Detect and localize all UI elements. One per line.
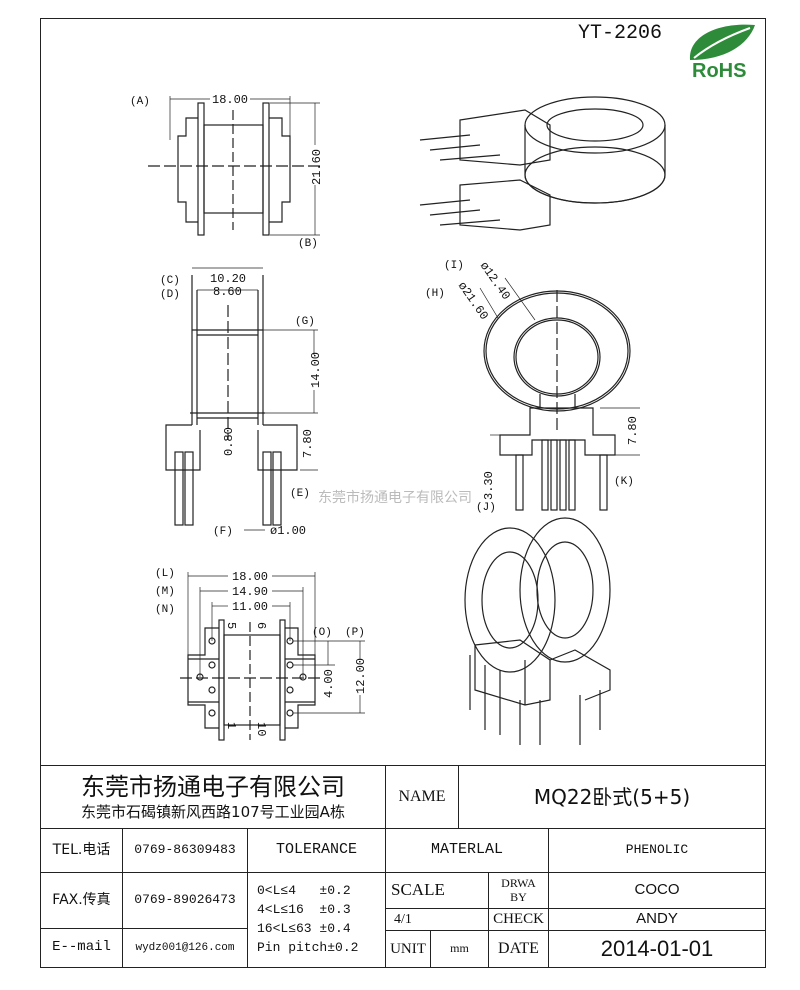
dim-h: ø21.60 [455,279,491,322]
fax-label: FAX.传真 [40,872,123,929]
tolerance-row: 0<L≤4 ±0.2 [257,883,351,899]
dim-a-width: 18.00 [212,93,248,107]
date-value: 2014-01-01 [548,930,766,968]
label-n: (N) [155,604,175,616]
dim-e: 7.80 [301,429,315,458]
label-g: (G) [295,316,315,328]
check-label: CHECK [488,908,549,931]
rohs-logo: RoHS [689,24,755,82]
dim-a-height: 21.60 [310,149,324,185]
dim-0-80: 0.80 [222,427,236,456]
label-a: (A) [130,96,150,108]
check-value: ANDY [548,908,766,931]
company-address: 东莞市石碣镇新风西路107号工业园A栋 [81,802,345,821]
tolerance-table: 0<L≤4 ±0.2 4<L≤16 ±0.3 16<L≤63 ±0.4 Pin … [247,872,386,968]
name-label: NAME [385,765,459,829]
label-h: (H) [425,288,445,300]
dim-l: 18.00 [232,570,268,584]
label-k: (K) [614,476,634,488]
scale-value: 4/1 [385,908,489,931]
pin-6-label: 6 [254,622,268,629]
name-value: MQ22卧式(5+5) [458,765,766,829]
label-f: (F) [213,526,233,538]
pin-5-label: 5 [224,622,238,629]
dim-j: 3.30 [482,471,496,500]
dim-pin-diameter: ø1.00 [270,524,306,538]
drawn-by-value: COCO [548,872,766,909]
pin-1-label: 1 [224,722,238,729]
label-e: (E) [290,488,310,500]
company-name: 东莞市扬通电子有限公司 [81,772,345,801]
drawn-by-label: DRWA BY [488,872,549,909]
dim-o: 4.00 [322,669,336,698]
dim-k: 7.80 [626,416,640,445]
view-a-side [148,96,320,236]
tolerance-row: 4<L≤16 ±0.3 [257,902,351,918]
unit-label: UNIT [385,930,431,968]
view-3d-bottom [464,517,611,745]
label-i: (I) [444,260,464,272]
date-label: DATE [488,930,549,968]
view-c-front [165,267,318,531]
model-number: YT-2206 [578,22,663,45]
label-m: (M) [155,586,175,598]
dim-d: 8.60 [213,285,242,299]
view-h-end [479,277,640,511]
label-d: (D) [160,289,180,301]
tolerance-row: 16<L≤63 ±0.4 [257,921,351,936]
view-l-bottom [180,572,365,741]
label-l: (L) [155,568,175,580]
company-cell: 东莞市扬通电子有限公司 东莞市石碣镇新风西路107号工业园A栋 [40,765,386,829]
watermark: 东莞市扬通电子有限公司 [318,489,472,506]
dim-p: 12.00 [354,658,368,694]
label-j: (J) [476,502,496,514]
dim-m: 14.90 [232,585,268,599]
label-o: (O) [312,627,332,639]
fax-value: 0769-89026473 [122,872,248,929]
label-p: (P) [345,627,365,639]
tolerance-label: TOLERANCE [247,828,386,873]
dim-n: 11.00 [232,600,268,614]
tel-label: TEL.电话 [40,828,123,873]
view-3d-top [419,96,666,231]
dim-c: 10.20 [210,272,246,286]
material-value: PHENOLIC [548,828,766,873]
label-c: (C) [160,275,180,287]
tolerance-row: Pin pitch±0.2 [257,939,359,955]
email-value: wydz001@126.com [122,928,248,968]
pin-10-label: 10 [254,722,268,736]
svg-text:RoHS: RoHS [692,60,746,82]
email-label: E--mail [40,928,123,968]
tel-value: 0769-86309483 [122,828,248,873]
unit-value: mm [430,930,489,968]
material-label: MATERLAL [385,828,549,873]
label-b: (B) [298,238,318,250]
dim-g: 14.00 [309,352,323,388]
scale-label: SCALE [385,872,489,909]
